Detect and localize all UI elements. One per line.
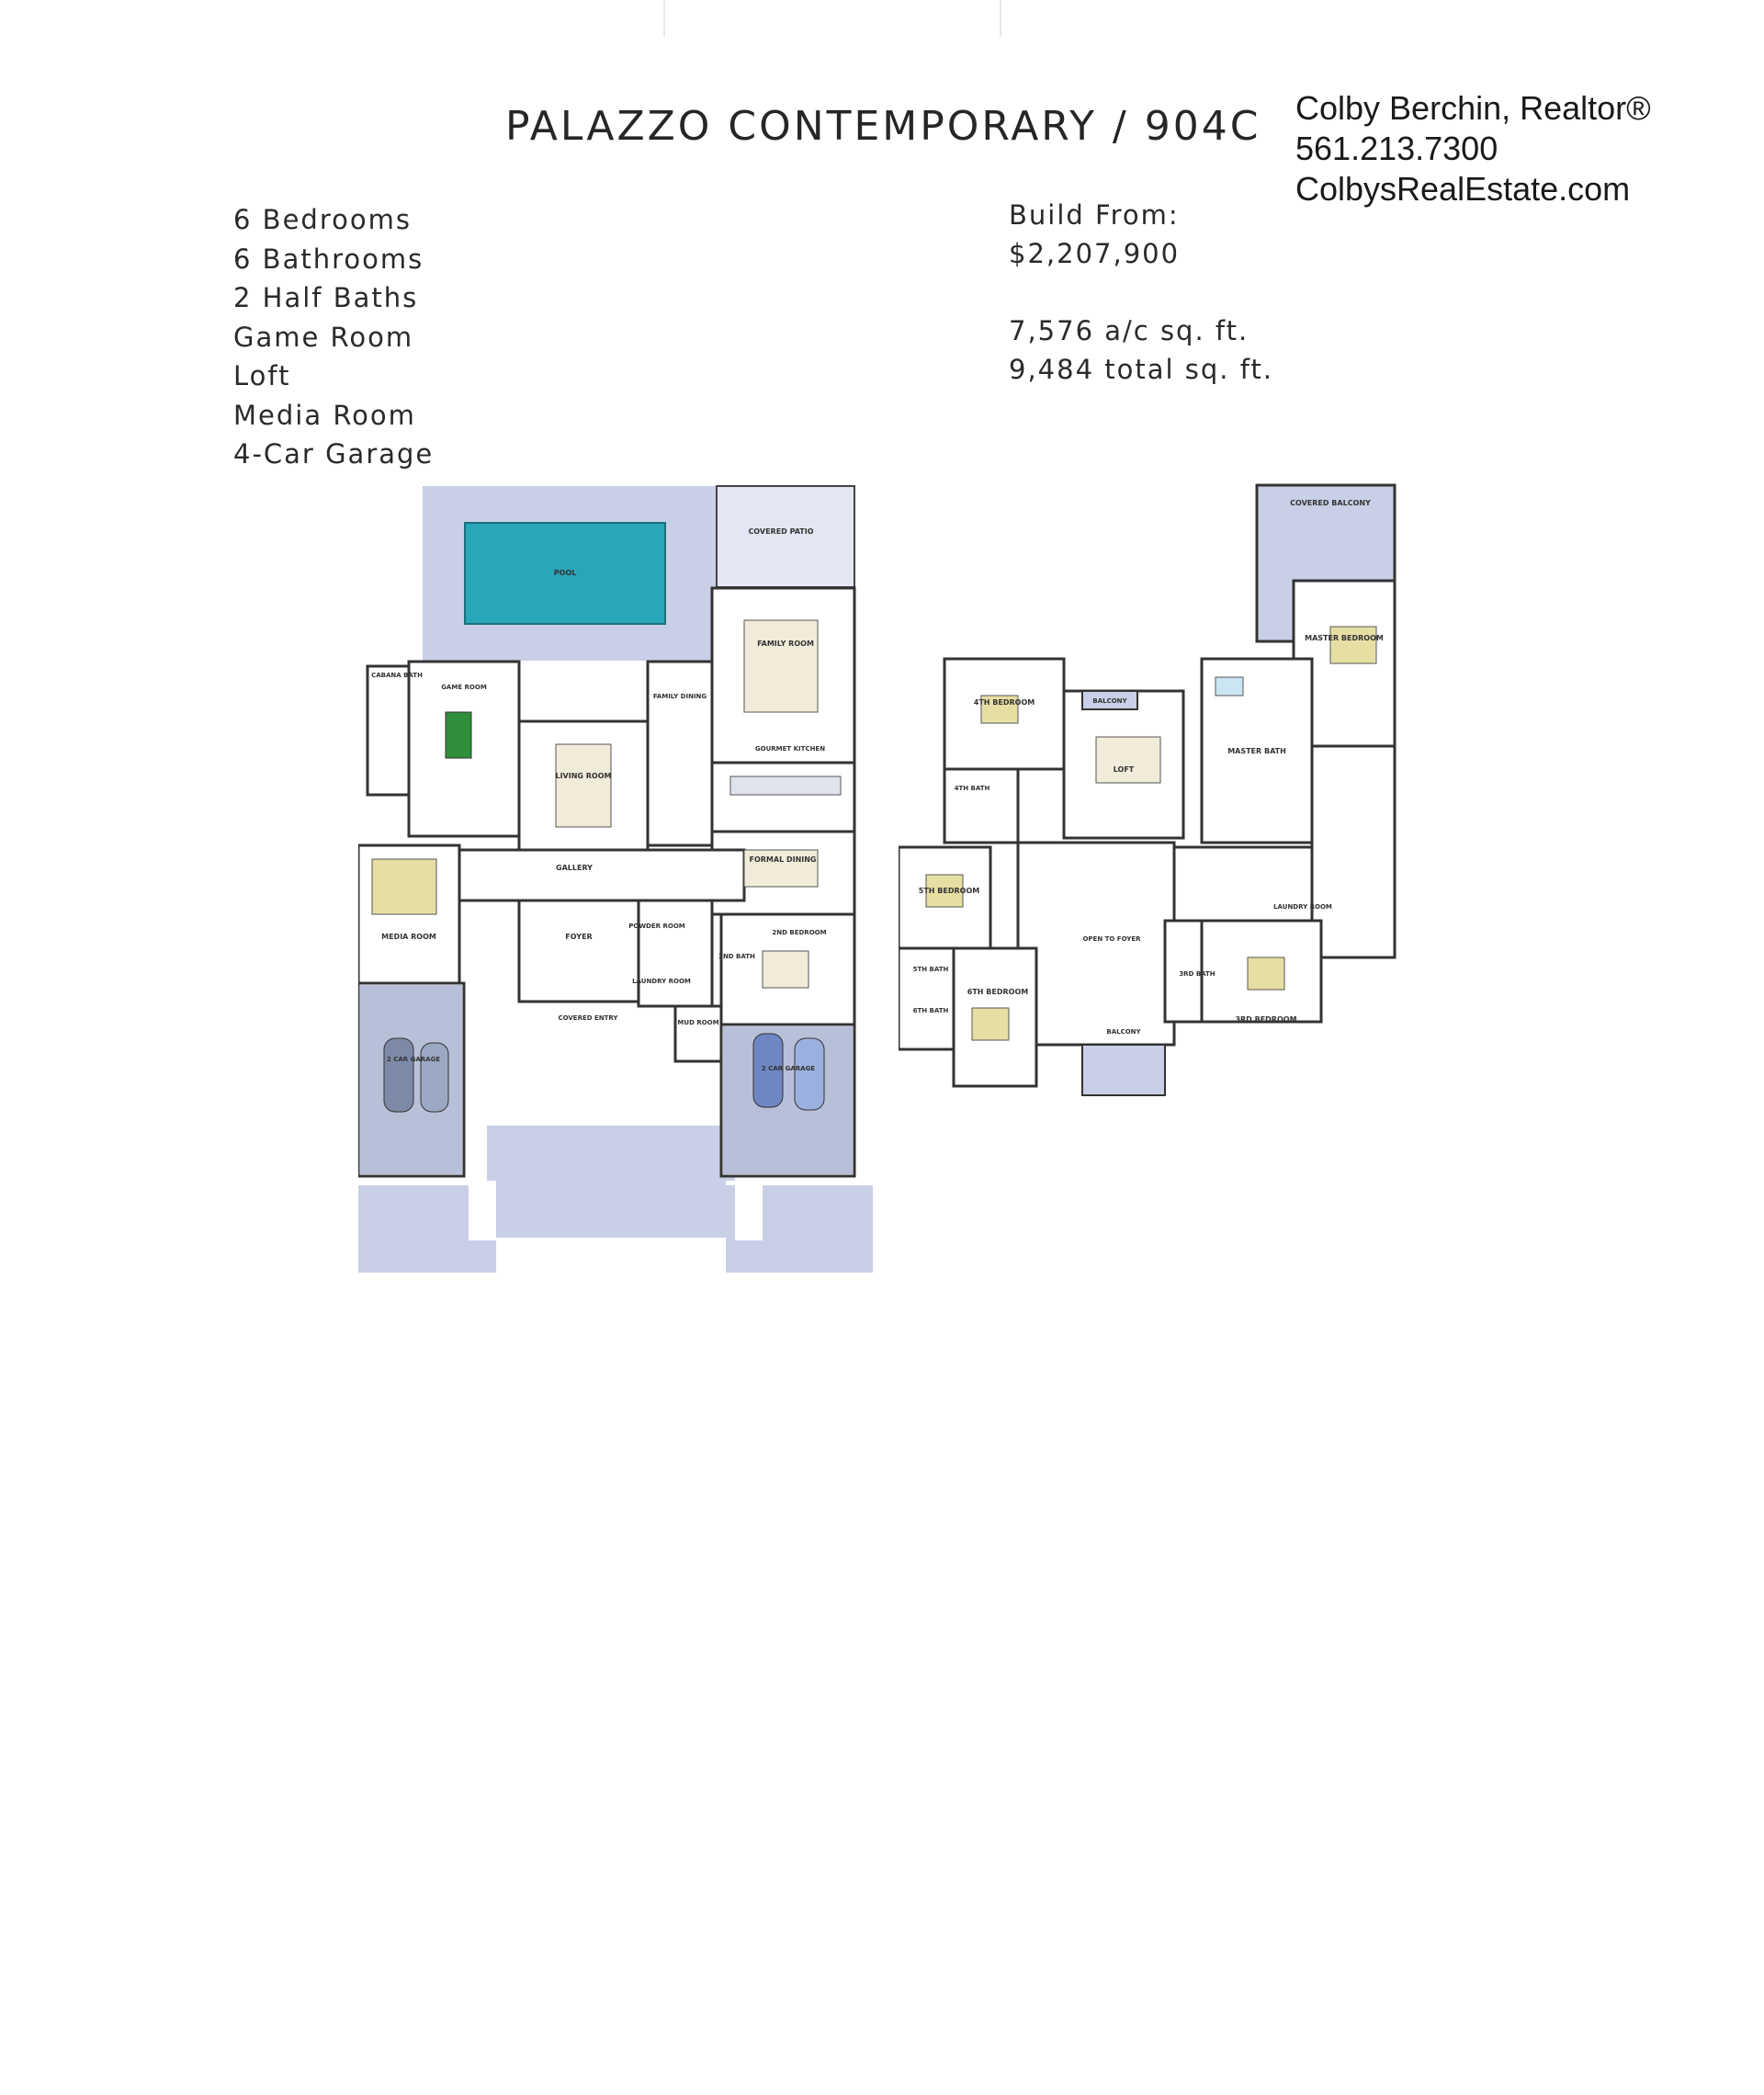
gallery [458, 848, 746, 902]
feature-item: 4-Car Garage [233, 438, 435, 470]
covered-balcony-label: COVERED BALCONY [1290, 499, 1371, 507]
feature-item: 6 Bedrooms [233, 204, 412, 235]
family-dining-room [646, 660, 714, 847]
media-room-label: MEDIA ROOM [381, 933, 436, 941]
entry-court [487, 1126, 735, 1181]
master-bedroom-label: MASTER BEDROOM [1305, 634, 1384, 642]
feature-item: Media Room [233, 399, 416, 431]
master-bath-label: MASTER BATH [1227, 747, 1286, 755]
third-bath [1163, 919, 1204, 1024]
mud-room [673, 1004, 723, 1063]
bottom-balcony-label: BALCONY [1106, 1028, 1141, 1036]
mud-room-label: MUD ROOM [677, 1019, 718, 1026]
gourmet-kitchen [710, 761, 856, 833]
page-title: PALAZZO CONTEMPORARY / 904C [505, 103, 1261, 150]
fourth-bath [943, 767, 1020, 844]
family-room-label: FAMILY ROOM [757, 640, 814, 648]
gourmet-kitchen-label: GOURMET KITCHEN [755, 745, 825, 753]
foyer [517, 899, 640, 1003]
linen-laundry [1172, 845, 1314, 923]
second-bath-label: 2ND BATH [718, 953, 755, 960]
fifth-bath [897, 946, 956, 1051]
realtor-name: Colby Berchin, Realtor® [1295, 89, 1651, 127]
game-room [407, 660, 521, 838]
total-square-feet: 9,484 total sq. ft. [1009, 354, 1274, 385]
loft-label: LOFT [1114, 765, 1135, 774]
realtor-contact: Colby Berchin, Realtor® 561.213.7300 Col… [1295, 88, 1651, 210]
top-balcony-label: BALCONY [1092, 697, 1127, 705]
gallery-label: GALLERY [556, 864, 593, 872]
laundry-room-label: LAUNDRY ROOM [632, 978, 691, 985]
open-to-foyer [1016, 841, 1176, 1047]
garage-left-label: 2 CAR GARAGE [387, 1056, 440, 1063]
sixth-bath-label: 6TH BATH [913, 1007, 949, 1014]
first-floor-plan: POOL COVERED PATIO CABANA BATH GAME ROOM… [356, 482, 873, 1276]
powder-laundry [637, 899, 714, 1008]
sixth-bedroom-label: 6TH BEDROOM [967, 988, 1028, 996]
fifth-bedroom-label: 5TH BEDROOM [919, 887, 979, 895]
second-bedroom-label: 2ND BEDROOM [772, 929, 826, 936]
third-bedroom [1191, 919, 1323, 1024]
scan-mark [1000, 0, 1001, 37]
price-value: $2,207,900 [1009, 238, 1181, 269]
cabana-bath-label: CABANA BATH [371, 672, 423, 679]
living-room-label: LIVING ROOM [555, 772, 611, 780]
game-room-label: GAME ROOM [441, 684, 487, 691]
fourth-bath-label: 4TH BATH [955, 785, 990, 792]
pool-table [445, 711, 472, 759]
powder-room-label: POWDER ROOM [628, 923, 685, 930]
covered-patio-label: COVERED PATIO [748, 527, 813, 536]
pool-label: POOL [554, 569, 577, 577]
realtor-website: ColbysRealEstate.com [1295, 170, 1631, 208]
pricing-block: Build From: $2,207,900 7,576 a/c sq. ft.… [1009, 196, 1273, 389]
garage-right-label: 2 CAR GARAGE [762, 1065, 815, 1072]
scan-mark [663, 0, 665, 37]
feature-item: 2 Half Baths [233, 282, 419, 313]
feature-item: Loft [233, 360, 291, 391]
realtor-phone: 561.213.7300 [1295, 130, 1498, 167]
second-floor-plan: COVERED BALCONY BALCONY BALCONY MASTER B… [897, 480, 1413, 1108]
feature-list: 6 Bedrooms 6 Bathrooms 2 Half Baths Game… [233, 200, 434, 474]
family-dining-label: FAMILY DINING [653, 693, 707, 700]
pool [464, 522, 666, 625]
feature-item: 6 Bathrooms [233, 243, 424, 275]
foyer-label: FOYER [565, 933, 592, 941]
laundry-room-label-2: LAUNDRY ROOM [1273, 903, 1332, 911]
price-label: Build From: [1009, 199, 1180, 231]
third-bedroom-label: 3RD BEDROOM [1235, 1015, 1296, 1024]
fifth-bath-label: 5TH BATH [913, 966, 949, 973]
open-to-foyer-label: OPEN TO FOYER [1082, 935, 1141, 943]
third-bath-label: 3RD BATH [1179, 970, 1215, 978]
feature-item: Game Room [233, 321, 414, 353]
fourth-bedroom-label: 4TH BEDROOM [974, 698, 1035, 707]
covered-entry-label: COVERED ENTRY [558, 1014, 618, 1022]
walk-in-closet [1310, 744, 1396, 959]
formal-dining-label: FORMAL DINING [749, 855, 816, 864]
ac-square-feet: 7,576 a/c sq. ft. [1009, 315, 1250, 346]
